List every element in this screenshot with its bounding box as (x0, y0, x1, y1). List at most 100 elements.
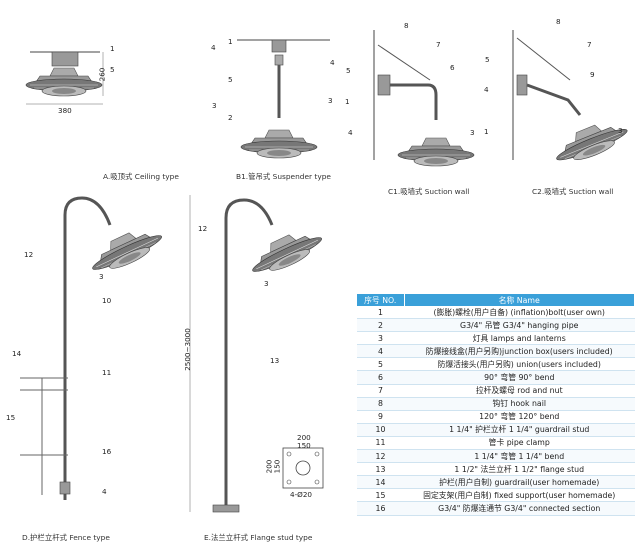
row-name: G3/4" 吊管 G3/4" hanging pipe (404, 318, 635, 333)
table-header-no: 序号 NO. (357, 294, 405, 306)
row-no: 14 (357, 475, 404, 490)
callout-15: 15 (6, 413, 16, 422)
row-name: 护栏(用户自制) guardrail(user homemade) (404, 475, 635, 490)
callout-8: 8 (556, 17, 561, 26)
row-no: 4 (357, 344, 404, 359)
callout-14: 14 (12, 349, 22, 358)
callout-5: 5 (110, 65, 115, 74)
caption-suction-wall-c2: C2.吸墙式 Suction wall (532, 187, 614, 196)
row-no: 7 (357, 384, 404, 398)
row-name: 防爆接线盒(用户另购)junction box(users included) (404, 344, 635, 359)
row-name: G3/4" 防爆连通节 G3/4" connected section (404, 501, 635, 516)
callout-4: 4 (211, 43, 216, 52)
row-no: 12 (357, 449, 404, 464)
callout-6: 6 (450, 63, 455, 72)
callout-2: 2 (228, 113, 233, 122)
row-name: 1 1/4" 弯管 1 1/4" bend (404, 449, 635, 464)
row-no: 15 (357, 488, 404, 503)
callout-1: 1 (110, 44, 115, 53)
parts-table: 序号 NO. 名称 Name 1(膨胀)螺栓(用户自备) (inflation)… (357, 294, 635, 516)
callout-4: 4 (348, 128, 353, 137)
table-header-row: 序号 NO. 名称 Name (357, 294, 635, 306)
table-header-name: 名称 Name (404, 294, 635, 306)
row-no: 8 (357, 397, 404, 411)
suspender-type-drawing (237, 39, 330, 159)
callout-13: 13 (270, 356, 280, 365)
callout-12: 12 (24, 250, 34, 259)
table-row: 1(膨胀)螺栓(用户自备) (inflation)bolt(user own) (357, 306, 635, 320)
flange-stud-type-drawing (189, 195, 327, 513)
callout-7: 7 (436, 40, 441, 49)
callout-3: 3 (618, 126, 623, 135)
row-no: 1 (357, 306, 404, 320)
row-name: 90° 弯管 90° bend (404, 370, 635, 385)
row-no: 11 (357, 436, 404, 451)
callout-11: 11 (102, 368, 112, 377)
caption-fence-type: D.护栏立杆式 Fence type (22, 533, 110, 542)
callout-8: 8 (404, 21, 409, 30)
row-no: 2 (357, 318, 404, 333)
row-name: 防爆活接头(用户另购) union(users included) (404, 357, 635, 372)
dimension-flange-top: 200 (297, 433, 311, 442)
callout-3: 3 (99, 272, 104, 281)
callout-3: 3 (264, 279, 269, 288)
row-no: 16 (357, 501, 404, 516)
caption-flange-stud-type: E.法兰立杆式 Flange stud type (204, 533, 313, 542)
callout-4: 4 (484, 85, 489, 94)
caption-suspender-type: B1.管吊式 Suspender type (236, 172, 331, 181)
callout-5: 5 (228, 75, 233, 84)
fence-type-drawing (20, 196, 167, 500)
callout-16: 16 (102, 447, 112, 456)
caption-suction-wall-c1: C1.吸墙式 Suction wall (388, 187, 470, 196)
callout-1: 1 (345, 97, 350, 106)
row-name: 管卡 pipe clamp (404, 436, 635, 451)
row-no: 13 (357, 462, 404, 477)
dimension-width-a: 380 (58, 106, 72, 115)
dimension-flange-side1: 150 (272, 459, 282, 474)
callout-7: 7 (587, 40, 592, 49)
ceiling-type-drawing (25, 51, 104, 105)
dimension-flange-inner: 150 (297, 441, 311, 450)
row-no: 6 (357, 370, 404, 385)
row-no: 10 (357, 423, 404, 437)
callout-3: 3 (212, 101, 217, 110)
row-name: 1 1/4" 护栏立杆 1 1/4" guardrail stud (404, 423, 635, 437)
row-no: 9 (357, 410, 404, 424)
dimension-flange-side2: 200 (264, 459, 274, 474)
row-no: 5 (357, 357, 404, 372)
row-name: (膨胀)螺栓(用户自备) (inflation)bolt(user own) (404, 306, 635, 320)
suction-wall-c1-drawing (373, 30, 475, 167)
row-name: 钩钉 hook nail (404, 397, 635, 411)
callout-10: 10 (102, 296, 112, 305)
row-name: 固定支架(用户自制) fixed support(user homemade) (404, 488, 635, 503)
callout-9: 9 (590, 70, 595, 79)
caption-ceiling-type: A.吸顶式 Ceiling type (103, 172, 179, 181)
row-no: 3 (357, 331, 404, 346)
callout-1: 1 (484, 127, 489, 136)
callout-5: 5 (346, 66, 351, 75)
row-name: 120° 弯管 120° bend (404, 410, 635, 424)
dimension-flange-holes: 4-Ø20 (290, 490, 312, 499)
row-name: 拉杆及螺母 rod and nut (404, 384, 635, 398)
callout-5: 5 (485, 55, 490, 64)
callout-1: 1 (228, 37, 233, 46)
row-name: 1 1/2" 法兰立杆 1 1/2" flange stud (404, 462, 635, 477)
callout-3: 3 (328, 96, 333, 105)
callout-4: 4 (330, 58, 335, 67)
callout-12: 12 (198, 224, 208, 233)
